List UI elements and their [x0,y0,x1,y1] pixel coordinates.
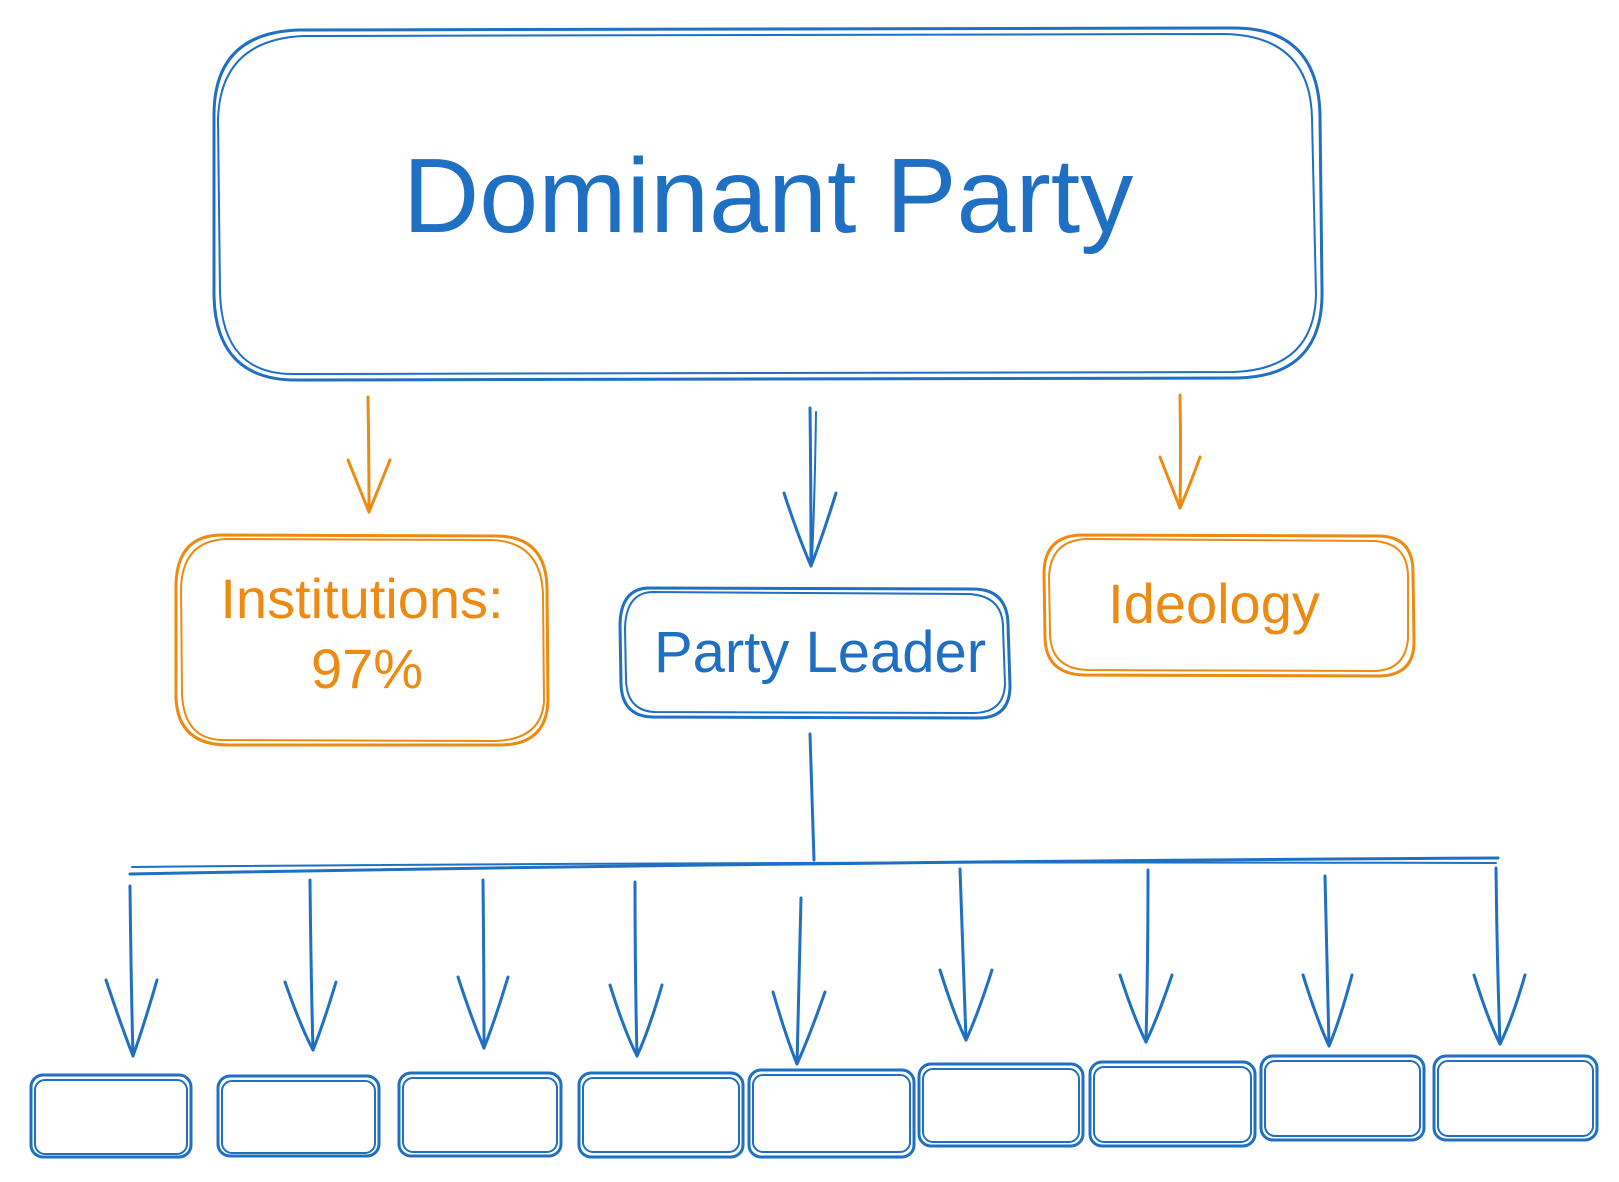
ideology-label: Ideology [1108,572,1320,635]
child-boxes [29,1054,1599,1159]
institutions-value: 97% [311,637,423,700]
institutions-label: Institutions: [220,567,503,630]
arrow-to-party-leader [782,406,838,568]
leader-branch-connector [128,732,1500,876]
dominant-party-title: Dominant Party [403,137,1134,255]
arrow-to-ideology [1158,393,1202,510]
ideology-node: Ideology [1042,533,1416,678]
party-leader-node: Party Leader [618,586,1012,720]
arrow-to-institutions [346,395,392,514]
dominant-party-node: Dominant Party [212,26,1324,382]
institutions-node: Institutions: 97% [174,533,550,747]
party-leader-label: Party Leader [654,620,986,685]
child-arrows [104,866,1527,1066]
